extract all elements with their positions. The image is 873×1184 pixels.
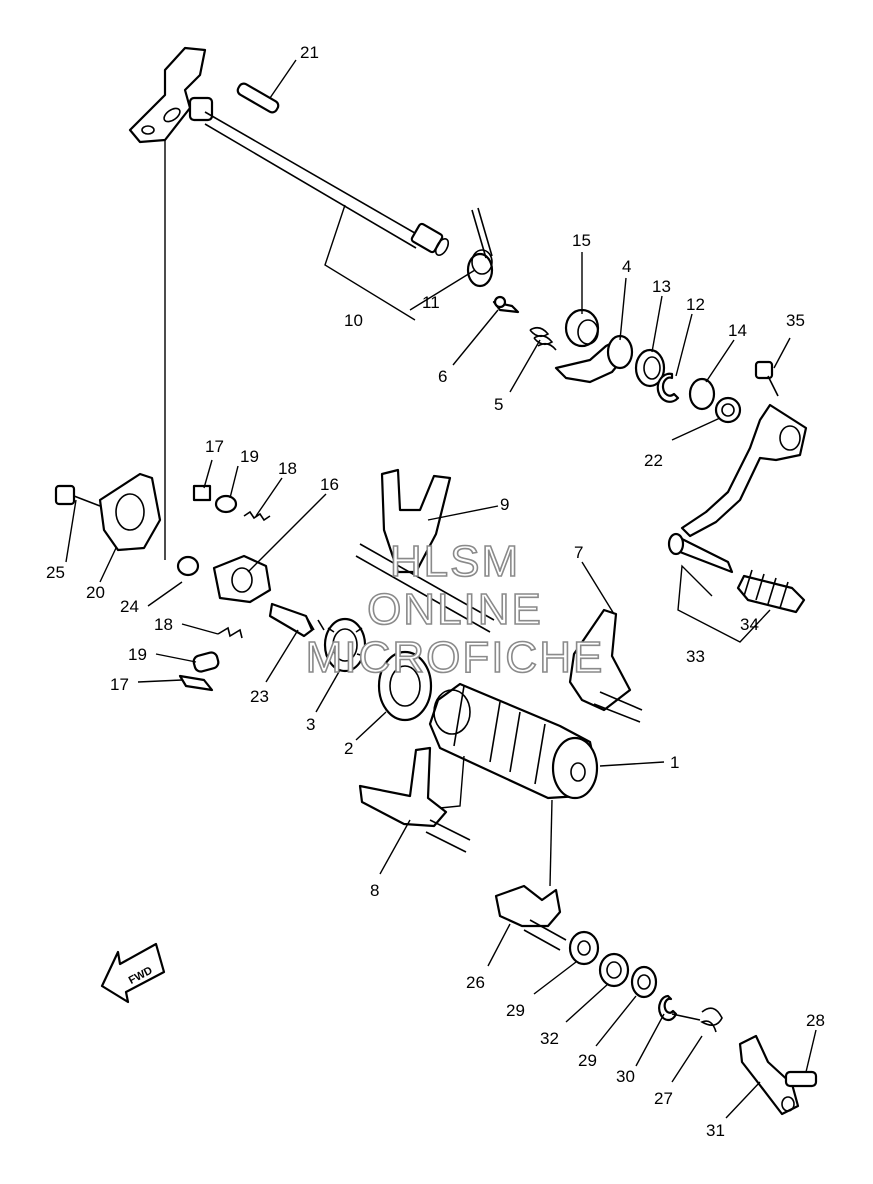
part-label-35: 35 [786, 311, 805, 330]
part-label-18-lower: 18 [154, 615, 173, 634]
part-label-21: 21 [300, 43, 319, 62]
part-label-27: 27 [654, 1089, 673, 1108]
part-label-13: 13 [652, 277, 671, 296]
part-label-19-upper: 19 [240, 447, 259, 466]
segment-stopper-parts [54, 472, 325, 692]
part-label-22: 22 [644, 451, 663, 470]
part-label-29-left: 29 [506, 1001, 525, 1020]
part-label-17-upper: 17 [205, 437, 224, 456]
watermark: HLSM ONLINE MICROFICHE [305, 536, 605, 683]
part-label-6: 6 [438, 367, 447, 386]
part-label-4: 4 [622, 257, 631, 276]
watermark-line-3: MICROFICHE [306, 633, 605, 682]
part-label-16: 16 [320, 475, 339, 494]
part-label-26: 26 [466, 973, 485, 992]
forward-direction-arrow: FWD [100, 942, 166, 1004]
part-label-10: 10 [344, 311, 363, 330]
part-label-28: 28 [806, 1011, 825, 1030]
shift-drum [428, 682, 599, 800]
shift-pedal-assembly [667, 403, 808, 614]
part-label-20: 20 [86, 583, 105, 602]
part-label-11: 11 [422, 293, 440, 312]
part-label-14: 14 [728, 321, 747, 340]
part-label-31: 31 [706, 1121, 725, 1140]
bearing-group [323, 617, 433, 722]
shift-forks [355, 468, 643, 853]
part-label-32: 32 [540, 1029, 559, 1048]
shift-shaft-assembly [128, 46, 494, 288]
part-label-8: 8 [370, 881, 379, 900]
part-label-18-upper: 18 [278, 459, 297, 478]
part-label-12: 12 [686, 295, 705, 314]
part-label-19-lower: 19 [128, 645, 147, 664]
part-label-23: 23 [250, 687, 269, 706]
part-label-9: 9 [500, 495, 509, 514]
leader-lines [65, 59, 817, 1119]
part-label-17-lower: 17 [110, 675, 129, 694]
lower-drum-parts [494, 884, 818, 1116]
watermark-line-1: HLSM [390, 537, 520, 586]
part-label-30: 30 [616, 1067, 635, 1086]
upper-small-parts [492, 295, 779, 424]
part-label-34: 34 [740, 615, 759, 634]
part-numbers: 21 15 4 13 12 14 35 11 10 6 5 22 17 19 1… [46, 43, 825, 1140]
part-label-5: 5 [494, 395, 503, 414]
fwd-arrow-icon [100, 942, 166, 1004]
part-label-25: 25 [46, 563, 65, 582]
part-label-3: 3 [306, 715, 315, 734]
part-label-15: 15 [572, 231, 591, 250]
watermark-line-2: ONLINE [367, 585, 543, 634]
part-label-33: 33 [686, 647, 705, 666]
part-label-7: 7 [574, 543, 583, 562]
part-label-1: 1 [670, 753, 679, 772]
part-label-24: 24 [120, 597, 139, 616]
part-label-29-right: 29 [578, 1051, 597, 1070]
part-label-2: 2 [344, 739, 353, 758]
